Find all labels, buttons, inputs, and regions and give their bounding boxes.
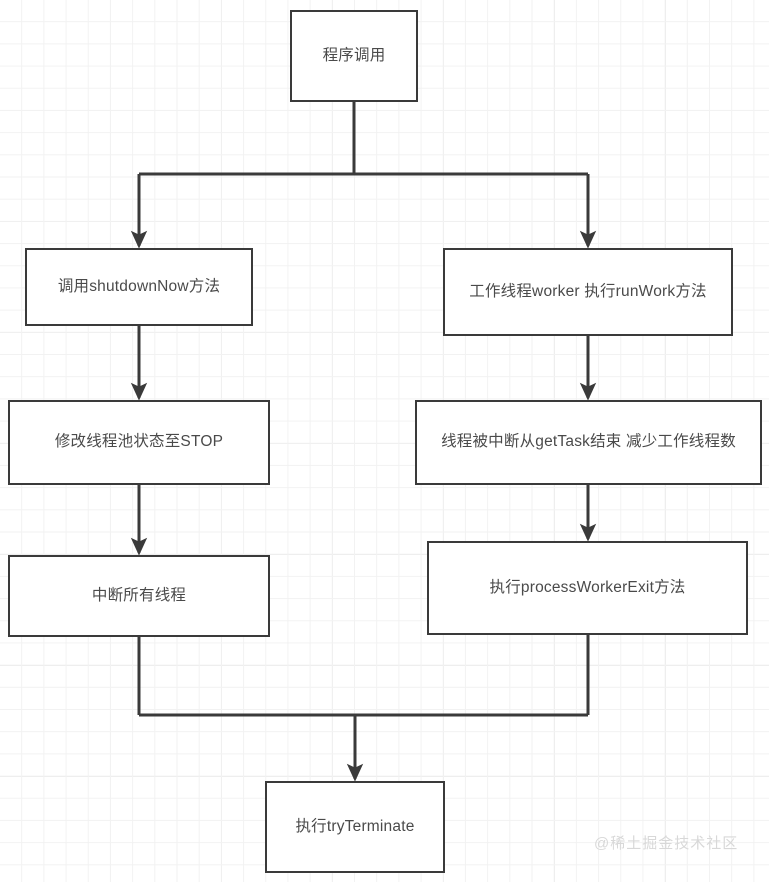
- node-label: 执行processWorkerExit方法: [489, 578, 686, 596]
- node-label: 工作线程worker 执行runWork方法: [469, 282, 707, 300]
- node-interrupt-from-gettask[interactable]: 线程被中断从getTask结束 减少工作线程数: [415, 400, 762, 485]
- node-worker-run-work[interactable]: 工作线程worker 执行runWork方法: [443, 248, 733, 336]
- node-process-worker-exit[interactable]: 执行processWorkerExit方法: [427, 541, 748, 635]
- node-label: 修改线程池状态至STOP: [54, 433, 224, 451]
- node-interrupt-all-threads[interactable]: 中断所有线程: [8, 555, 270, 637]
- node-label: 程序调用: [322, 46, 386, 64]
- node-call-shutdown-now[interactable]: 调用shutdownNow方法: [25, 248, 253, 326]
- node-label: 调用shutdownNow方法: [57, 277, 221, 295]
- node-set-pool-state-stop[interactable]: 修改线程池状态至STOP: [8, 400, 270, 485]
- node-try-terminate[interactable]: 执行tryTerminate: [265, 781, 445, 873]
- node-label: 中断所有线程: [91, 586, 187, 604]
- watermark-text: @稀土掘金技术社区: [594, 835, 739, 852]
- node-label: 执行tryTerminate: [295, 817, 415, 835]
- node-label: 线程被中断从getTask结束 减少工作线程数: [441, 433, 736, 451]
- node-program-call[interactable]: 程序调用: [290, 10, 418, 102]
